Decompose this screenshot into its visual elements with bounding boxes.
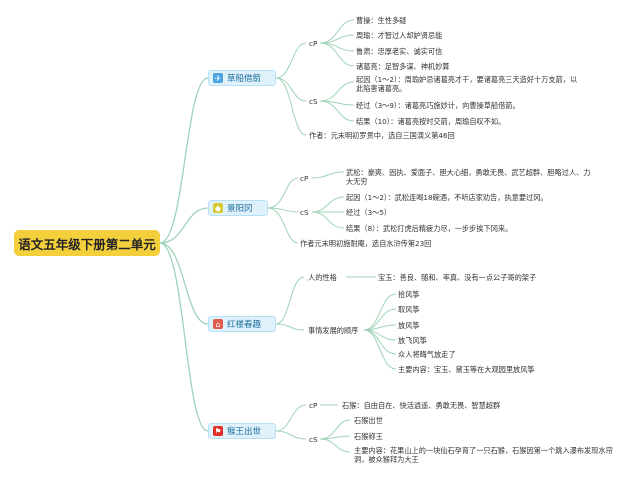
event-item: 石猴出世 — [354, 416, 383, 425]
topic-label: 草船借箭 — [227, 74, 262, 84]
plot-item: 结果（10）：诸葛亮按时交箭，周瑜自叹不如。 — [356, 117, 506, 126]
cs-label: cS — [300, 208, 309, 217]
trait-item: 石猴：自由自在、快活逍遥、勇敢无畏、智慧超群 — [342, 401, 501, 410]
event-item: 主要内容：宝玉、黛玉等在大观园里放风筝 — [398, 365, 535, 374]
author-note: 作者：元末明初罗贯中，选自三国演义第46回 — [309, 131, 455, 140]
character-item: 宝玉：善良、随和、率真、没有一点公子哥的架子 — [378, 273, 537, 282]
character-item: 曹操：生性多疑 — [356, 16, 407, 25]
trait-item: 武松：豪爽、固执、爱面子、胆大心细，勇敢无畏、武艺超群、胆略过人、力大无穷 — [346, 168, 591, 186]
topic-hongloucunqu[interactable]: ⌂ 红楼春趣 — [208, 316, 276, 332]
topic-label: 红楼春趣 — [227, 320, 262, 330]
paper-plane-icon: ✈ — [213, 73, 223, 83]
author-note: 作者元末明初施耐庵，选自水浒传第23回 — [300, 239, 432, 248]
cp-label: cP — [300, 174, 309, 183]
character-item: 鲁肃：忠厚老实、诚实可信 — [356, 47, 443, 56]
topic-houwangchushi[interactable]: ⚑ 猴王出世 — [208, 423, 276, 439]
event-item: 拾风筝 — [398, 290, 420, 299]
event-item: 主要内容：花果山上的一块仙石孕育了一只石猴，石猴因第一个跳入瀑布发现水帘洞，被众… — [354, 446, 613, 464]
plot-item: 起因（1～2）：武松连喝18碗酒，不听店家劝告，执意要过冈。 — [346, 193, 548, 202]
flag-icon: ⚑ — [213, 426, 223, 436]
event-item: 放飞风筝 — [398, 336, 427, 345]
topic-label: 景阳冈 — [227, 204, 253, 214]
cs-label: cS — [309, 97, 318, 106]
cp-label: cP — [309, 39, 318, 48]
gem-icon: ◆ — [213, 203, 223, 213]
character-item: 周瑜：才智过人却妒贤忌能 — [356, 31, 443, 40]
topic-jingyanggang[interactable]: ◆ 景阳冈 — [208, 200, 268, 216]
topic-caochuanjiejian[interactable]: ✈ 草船借箭 — [208, 70, 276, 86]
house-icon: ⌂ — [213, 319, 223, 329]
plot-item: 经过（3～5） — [346, 208, 392, 217]
cs-label: cS — [309, 435, 318, 444]
event-item: 放风筝 — [398, 321, 420, 330]
event-item: 众人将晦气放走了 — [398, 350, 456, 359]
cp-label: cP — [309, 401, 318, 410]
character-label: 人的性格 — [308, 273, 337, 282]
plot-item: 经过（3～9）：诸葛亮巧施妙计，向曹操草船借箭。 — [356, 101, 520, 110]
plot-item: 结果（8）：武松打虎后精疲力尽，一步步挨下冈来。 — [346, 224, 513, 233]
plot-item: 起因（1～2）：周瑜妒忌诸葛亮才干，要诸葛亮三天造好十万支箭，以此陷害诸葛亮。 — [356, 75, 578, 93]
root-node[interactable]: 语文五年级下册第二单元 — [14, 230, 160, 256]
character-item: 诸葛亮：足智多谋、神机妙算 — [356, 62, 450, 71]
event-item: 取风筝 — [398, 305, 420, 314]
topic-label: 猴王出世 — [227, 427, 262, 437]
order-label: 事情发展的顺序 — [308, 326, 359, 335]
event-item: 石猴称王 — [354, 432, 383, 441]
